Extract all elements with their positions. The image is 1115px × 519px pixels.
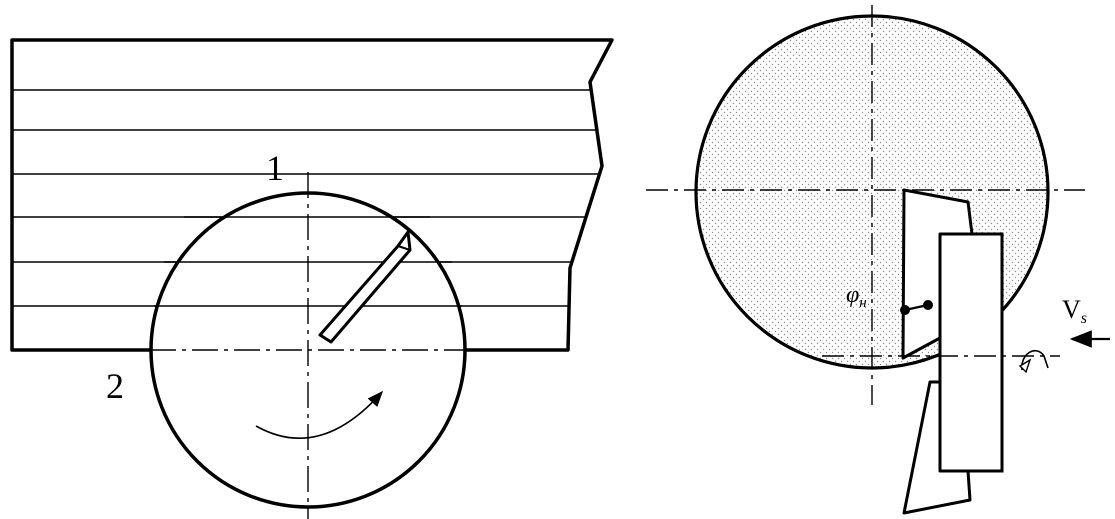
cutter-tooth [318,230,412,344]
upper-insert [901,188,974,360]
velocity-label: Vs [1062,295,1087,327]
right-figure: φн Vs [646,5,1110,515]
label-1: 1 [266,148,284,188]
label-2: 2 [106,366,124,406]
cutter-body [938,232,1004,473]
left-figure: 1 2 [10,38,614,519]
lower-insert [902,380,972,515]
angle-point-right [923,300,933,310]
rotation-arrow [255,390,384,439]
angle-point-left [900,305,910,315]
angle-label: φн [846,282,867,311]
